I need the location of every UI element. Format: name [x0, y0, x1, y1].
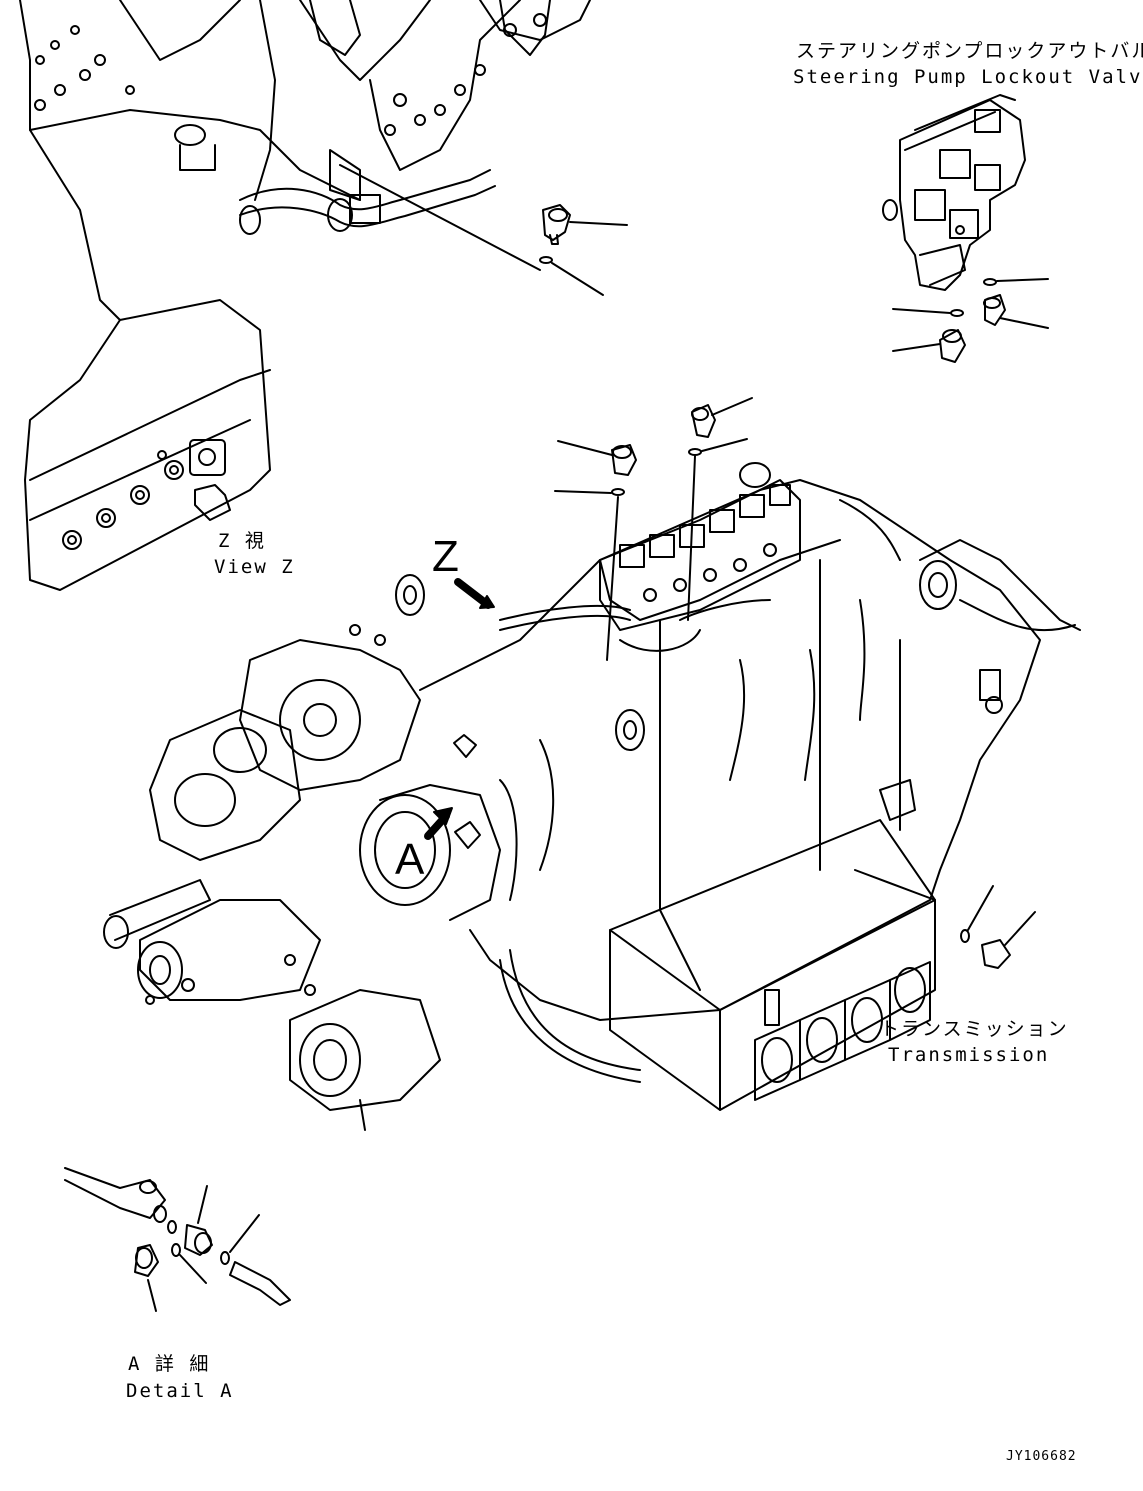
o-ring-icon [171, 1243, 181, 1257]
pressure-switch-icon [981, 939, 1011, 969]
hydraulic-pumps [103, 624, 501, 1131]
z-view-marker: Z [432, 532, 459, 581]
o-ring-icon [167, 1220, 177, 1234]
o-ring-icon [220, 1251, 230, 1265]
a-detail-marker: A [395, 835, 425, 884]
o-ring-icon [539, 256, 553, 264]
pan-cover-plates [754, 961, 931, 1101]
control-valve-stack [599, 479, 801, 652]
o-ring-icon [611, 488, 625, 496]
arrow-icon [424, 807, 453, 840]
view-z-label-en: View Z [214, 556, 295, 578]
lifting-eye-icon [919, 560, 957, 610]
view-z-label-jp: Z 視 [218, 530, 266, 552]
valve-label-jp: ステアリングポンプロックアウトバルブ [796, 40, 1143, 62]
o-ring-icon [950, 309, 964, 317]
pressure-switch-icon [134, 1244, 159, 1277]
top-switch-group [539, 204, 628, 296]
detail-a-label-en: Detail A [126, 1380, 234, 1402]
valve-label-en: Steering Pump Lockout Valve [793, 66, 1143, 88]
pressure-switch-icon [983, 294, 1006, 326]
detail-a-label-jp: A 詳 細 [128, 1353, 211, 1375]
o-ring-icon [983, 278, 997, 286]
pressure-switch-icon [542, 204, 571, 245]
view-z-engine-drawing [19, 0, 591, 591]
lifting-eye-icon [739, 462, 771, 488]
lifting-eye-icon [395, 574, 425, 616]
o-ring-icon [960, 929, 970, 943]
lifting-eye-icon [615, 709, 645, 751]
pressure-switch-icon [691, 404, 716, 438]
transmission-assembly-drawing [103, 462, 1081, 1131]
arrow-icon [454, 578, 495, 609]
pressure-switch-icon [611, 444, 637, 476]
pressure-switch-icon [184, 1224, 213, 1256]
pressure-switch-icon [939, 329, 966, 363]
transmission-label-en: Transmission [888, 1044, 1050, 1066]
steering-pump-lockout-valve-drawing [882, 94, 1049, 363]
drawing-code: JY106682 [1006, 1449, 1077, 1464]
o-ring-icon [688, 448, 702, 456]
center-switch-group [554, 397, 753, 661]
transmission-label-jp: トランスミッション [880, 1018, 1069, 1040]
detail-a-drawing [64, 1167, 291, 1312]
